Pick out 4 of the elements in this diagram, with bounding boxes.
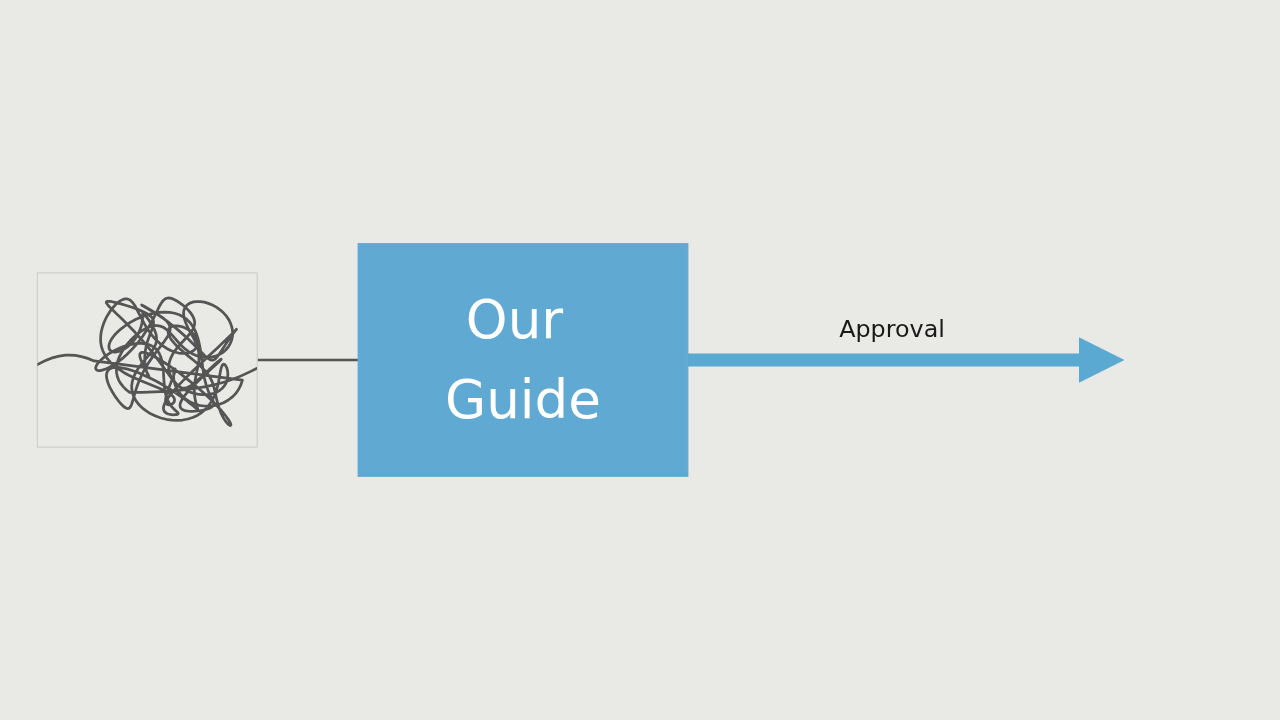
edge-label: Approval xyxy=(839,315,945,343)
node-box: Our Guide xyxy=(357,243,689,477)
arrow xyxy=(687,337,1125,383)
connector xyxy=(257,358,359,362)
